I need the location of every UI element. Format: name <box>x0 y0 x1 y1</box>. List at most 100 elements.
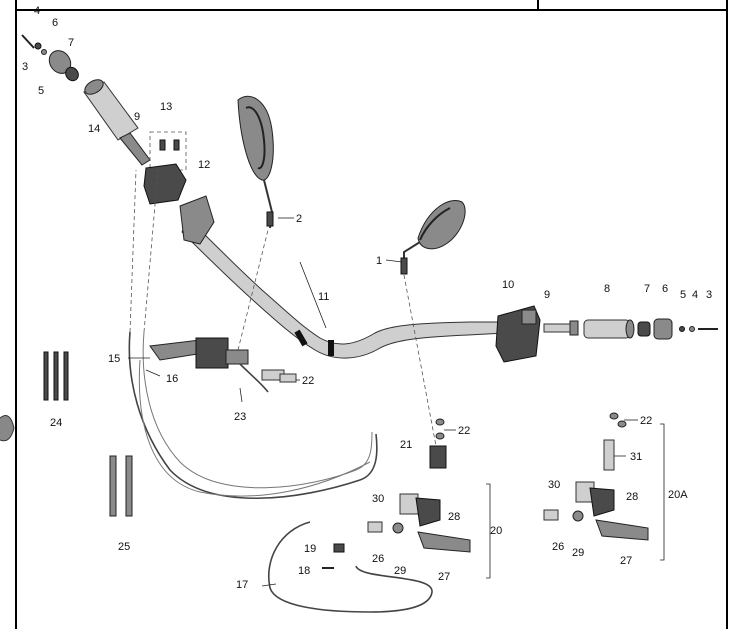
strap-25 <box>125 455 133 517</box>
left-grip-assembly <box>21 34 215 245</box>
strap-24 <box>63 351 69 401</box>
callout-27b: 27 <box>620 555 632 567</box>
grip-end <box>84 79 104 95</box>
adjuster-26 <box>367 521 383 533</box>
washer-4 <box>689 326 695 332</box>
mirror-glass <box>237 95 274 181</box>
callout-20: 20 <box>490 525 502 537</box>
callout-21: 21 <box>400 439 412 451</box>
left-mirror <box>237 95 274 229</box>
mirror-rim <box>419 207 451 241</box>
lever-assembly-20 <box>322 418 491 579</box>
adjuster-26 <box>543 509 559 521</box>
callout-1: 1 <box>376 255 382 267</box>
washer-29 <box>572 510 584 522</box>
switch-button <box>521 309 537 325</box>
callout-15: 15 <box>108 353 120 365</box>
callout-30a: 30 <box>372 493 384 505</box>
callout-30b: 30 <box>548 479 560 491</box>
switch-housing <box>143 163 187 205</box>
screw-22 <box>617 420 627 428</box>
strap-25 <box>109 455 117 517</box>
mirror-nut <box>266 211 274 227</box>
page-frame <box>15 0 728 629</box>
callout-2: 2 <box>296 213 302 225</box>
washer-29 <box>392 522 404 534</box>
callout-29a: 29 <box>394 565 406 577</box>
handlebar-tube <box>181 217 506 359</box>
bolt-3 <box>21 34 35 49</box>
switch-22b <box>279 373 297 383</box>
callout-14: 14 <box>88 123 100 135</box>
screw-22 <box>435 432 445 440</box>
cables <box>128 169 437 613</box>
callout-9b: 9 <box>544 289 550 301</box>
handlebar-band <box>294 329 308 347</box>
callout-6: 6 <box>52 17 58 29</box>
throttle-tube-9 <box>119 132 151 166</box>
callout-29b: 29 <box>572 547 584 559</box>
callout-4b: 4 <box>692 289 698 301</box>
bar-end-6 <box>653 318 673 340</box>
reservoir <box>225 349 249 365</box>
callout-11: 11 <box>318 291 329 303</box>
callout-26b: 26 <box>552 541 564 553</box>
grip-8 <box>583 319 631 339</box>
grip-end <box>625 319 635 339</box>
guide-line <box>403 274 437 447</box>
bracket-20 <box>486 483 491 579</box>
callout-13: 13 <box>160 101 172 113</box>
callout-16: 16 <box>166 373 178 385</box>
callout-12: 12 <box>198 159 210 171</box>
callout-22a: 22 <box>302 375 314 387</box>
screw-22 <box>609 412 619 420</box>
callout-19: 19 <box>304 543 316 555</box>
callout-10: 10 <box>502 279 514 291</box>
straps <box>43 351 133 517</box>
guide-line <box>143 169 159 333</box>
lever-assembly-20a <box>543 412 665 561</box>
mirror-glass <box>417 200 466 250</box>
master-cylinder-body <box>195 337 229 369</box>
callout-3b: 3 <box>706 289 712 301</box>
washer-5 <box>679 326 685 332</box>
part-19 <box>333 543 345 553</box>
callout-31: 31 <box>630 451 642 463</box>
left-master-cylinder <box>149 337 297 393</box>
cable-15b <box>142 331 373 489</box>
cable-16 <box>138 359 371 497</box>
callout-23: 23 <box>234 411 246 423</box>
strap-24 <box>53 351 59 401</box>
callout-22b: 22 <box>458 425 470 437</box>
strap-24 <box>43 351 49 401</box>
edge-artifact <box>0 415 15 442</box>
callout-28b: 28 <box>626 491 638 503</box>
lever-27 <box>417 531 471 553</box>
screw-group-13 <box>149 131 187 171</box>
screw-22 <box>435 418 445 426</box>
callout-9: 9 <box>134 111 140 123</box>
right-grip-assembly <box>495 305 718 363</box>
handlebar <box>181 217 506 359</box>
callout-7: 7 <box>68 37 74 49</box>
guide-line <box>129 169 137 333</box>
callout-24: 24 <box>50 417 62 429</box>
callout-22c: 22 <box>640 415 652 427</box>
tube-flange <box>569 320 579 336</box>
callout-26a: 26 <box>372 553 384 565</box>
washer-5 <box>41 49 47 55</box>
mirror-nut <box>400 257 408 275</box>
washer-4 <box>34 42 42 50</box>
callout-6b: 6 <box>662 283 668 295</box>
callout-20a: 20A <box>668 489 688 501</box>
right-mirror <box>400 200 466 275</box>
callout-5: 5 <box>38 85 44 97</box>
screw <box>173 139 180 151</box>
perch-28 <box>589 487 615 517</box>
switch-12 <box>179 195 215 245</box>
callout-labels: 4 6 7 3 5 9 13 14 12 2 1 11 10 9 8 7 6 5… <box>22 5 712 591</box>
callout-27a: 27 <box>438 571 450 583</box>
callout-7b: 7 <box>644 283 650 295</box>
